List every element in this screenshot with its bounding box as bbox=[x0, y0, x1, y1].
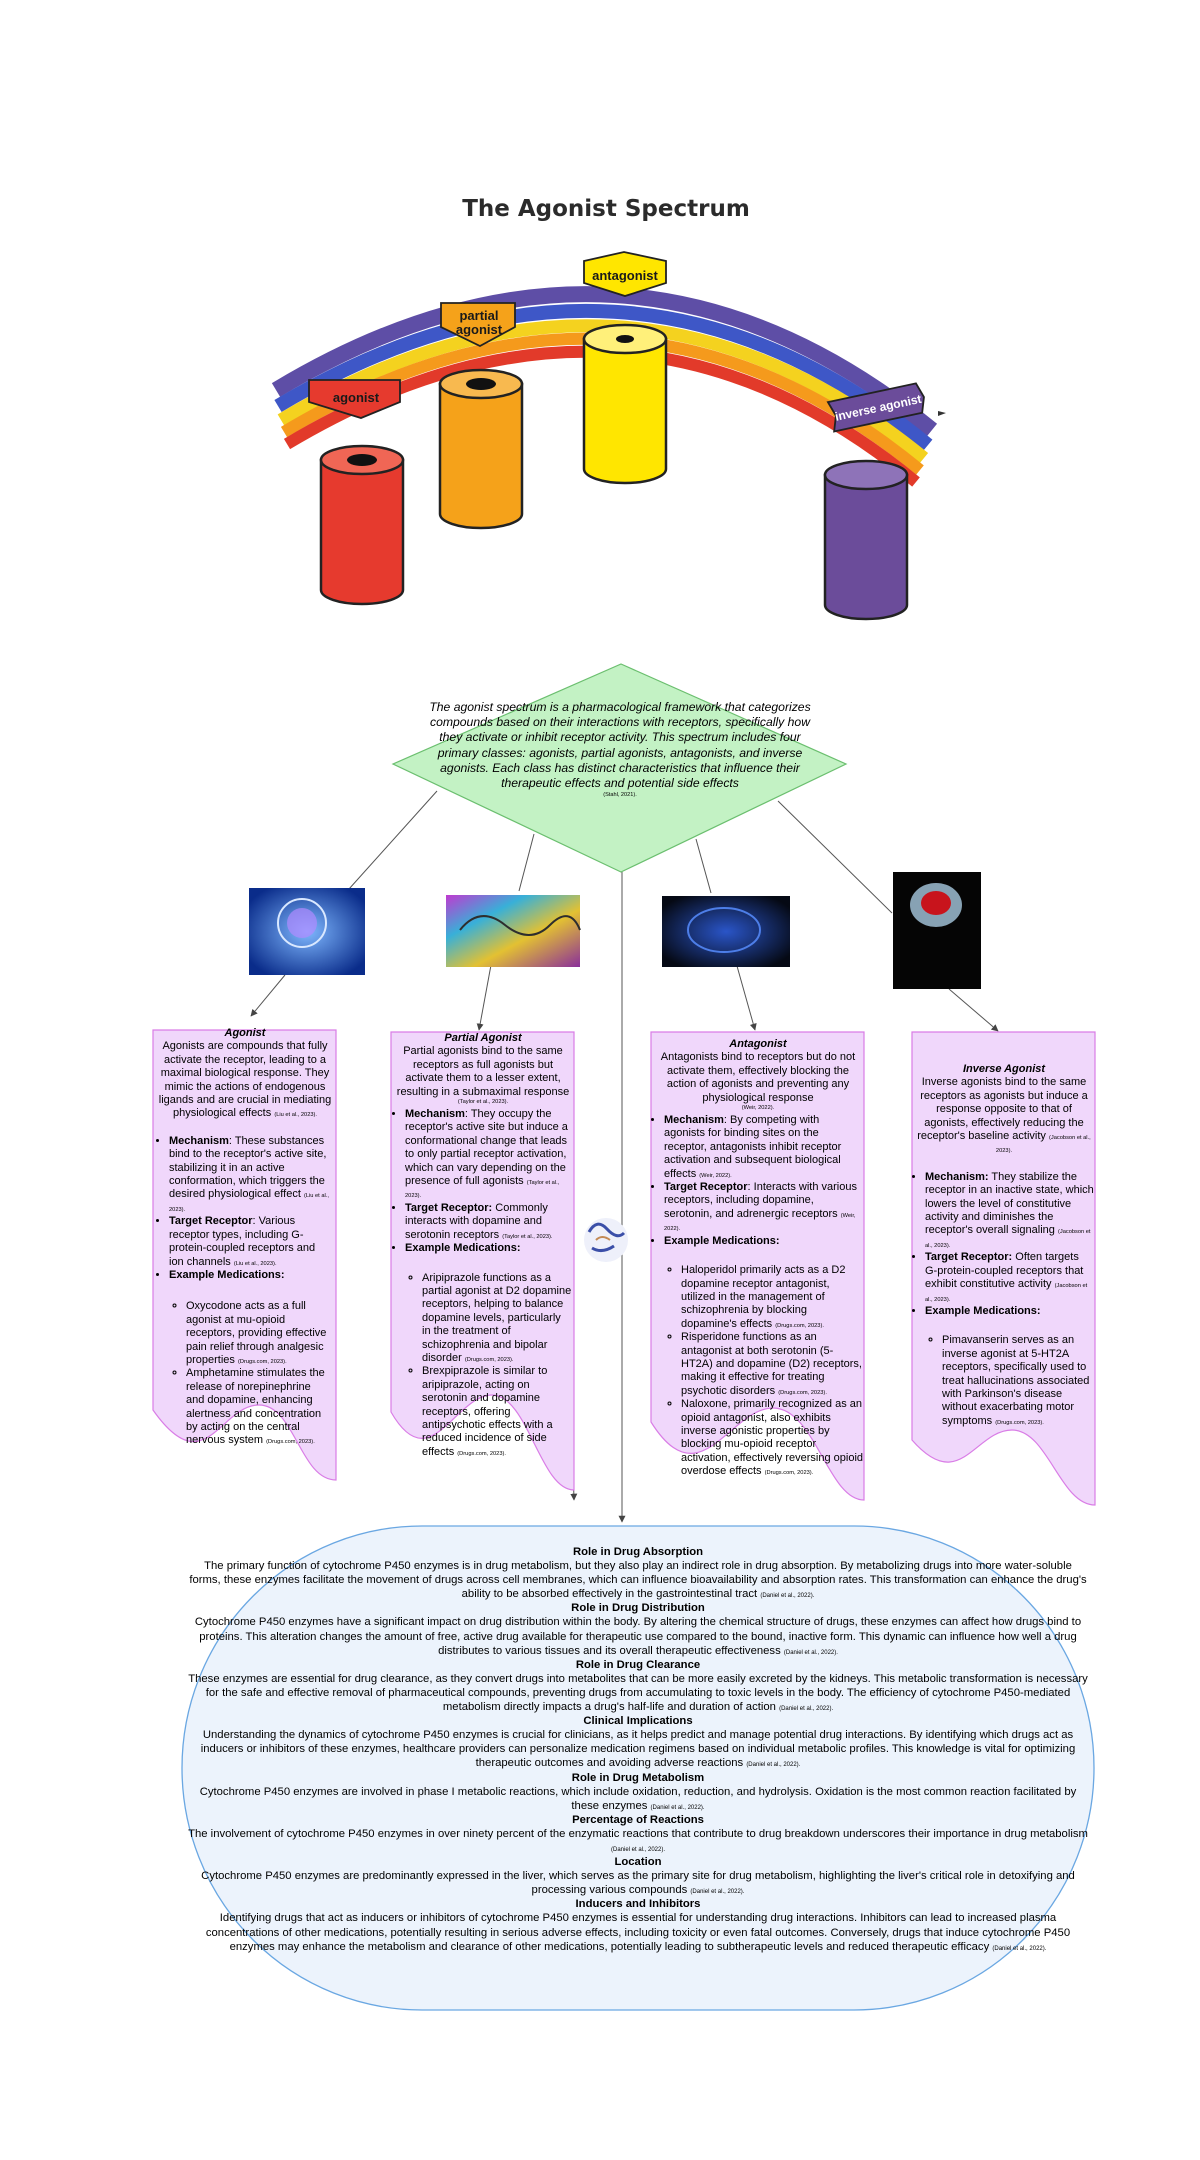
summary-diamond-shape bbox=[391, 663, 848, 873]
medication-item: Pimavanserin serves as an inverse agonis… bbox=[942, 1334, 1094, 1428]
medication-item: Naloxone, primarily recognized as an opi… bbox=[681, 1398, 863, 1478]
small-pointer-icon bbox=[938, 411, 946, 416]
rainbow-band-purple bbox=[271, 286, 938, 437]
inverse-agonist-card-shape bbox=[911, 1031, 1096, 1506]
card-details: Mechanism: By competing with agonists fo… bbox=[653, 1114, 863, 1479]
section-body: Cytochrome P450 enzymes are predominantl… bbox=[201, 1870, 1075, 1897]
section-heading: Clinical Implications bbox=[583, 1715, 693, 1728]
card-title: Partial Agonist bbox=[444, 1032, 522, 1044]
partial-tag-text-line2: agonist bbox=[456, 322, 503, 337]
medications-item: Example Medications: Pimavanserin serves… bbox=[925, 1305, 1094, 1428]
partial-agonist-cylinder-icon bbox=[438, 368, 524, 530]
section-heading: Role in Drug Distribution bbox=[571, 1602, 705, 1615]
section-body: Identifying drugs that act as inducers o… bbox=[205, 1912, 1071, 1953]
agonist-card-shape bbox=[152, 1029, 337, 1481]
section-heading: Inducers and Inhibitors bbox=[575, 1898, 701, 1911]
antagonist-card: Antagonist Antagonists bind to receptors… bbox=[653, 1038, 863, 1479]
diamond-citation: (Stahl, 2021). bbox=[603, 792, 637, 799]
section-heading: Role in Drug Absorption bbox=[572, 1546, 704, 1558]
medication-item: Oxycodone acts as a full agonist at mu-o… bbox=[186, 1300, 332, 1367]
inverse-agonist-cylinder-icon bbox=[823, 459, 909, 621]
partial-agonist-label-tag: partial agonist bbox=[440, 302, 516, 348]
section-body: The involvement of cytochrome P450 enzym… bbox=[188, 1827, 1088, 1853]
card-title: Agonist bbox=[224, 1027, 266, 1039]
medication-item: Brexpiprazole is similar to aripiprazole… bbox=[422, 1365, 572, 1459]
partial-tag-text-line1: partial bbox=[459, 308, 498, 323]
section-heading: Location bbox=[614, 1856, 662, 1869]
antagonist-cylinder-icon bbox=[582, 323, 668, 485]
medication-item: Risperidone functions as an antagonist a… bbox=[681, 1331, 863, 1398]
section-body: Cytochrome P450 enzymes have a significa… bbox=[194, 1616, 1082, 1657]
medication-item: Amphetamine stimulates the release of no… bbox=[186, 1367, 332, 1447]
dark-brain-icon bbox=[662, 896, 790, 967]
antagonist-label-tag: antagonist bbox=[583, 251, 667, 297]
section-heading: Role in Drug Clearance bbox=[575, 1658, 701, 1671]
medications-item: Example Medications: Oxycodone acts as a… bbox=[169, 1269, 332, 1448]
cytochrome-oval-shape bbox=[181, 1525, 1095, 2011]
medications-item: Example Medications: Aripiprazole functi… bbox=[405, 1242, 572, 1459]
section-body: Cytochrome P450 enzymes are involved in … bbox=[199, 1785, 1077, 1812]
diagram-title: The Agonist Spectrum bbox=[462, 196, 750, 222]
target-receptor-item: Target Receptor: Commonly interacts with… bbox=[405, 1202, 572, 1242]
agonist-card: Agonist Agonists are compounds that full… bbox=[158, 1027, 332, 1448]
connector-lines bbox=[250, 790, 999, 1523]
agonist-cylinder-icon bbox=[319, 444, 405, 606]
protein-structure-icon bbox=[584, 1218, 628, 1262]
section-body: These enzymes are essential for drug cle… bbox=[188, 1672, 1088, 1714]
cytochrome-p450-summary: Role in Drug Absorption The primary func… bbox=[188, 1545, 1088, 1954]
card-title: Inverse Agonist bbox=[962, 1063, 1046, 1075]
mechanism-item: Mechanism: These substances bind to the … bbox=[169, 1135, 332, 1215]
red-brain-profile-icon bbox=[893, 872, 981, 989]
card-description: Partial agonists bind to the same recept… bbox=[396, 1045, 570, 1106]
card-title: Antagonist bbox=[729, 1038, 787, 1050]
target-receptor-item: Target Receptor: Often targets G-protein… bbox=[925, 1251, 1094, 1305]
section-heading: Role in Drug Metabolism bbox=[571, 1771, 705, 1784]
target-receptor-item: Target Receptor: Interacts with various … bbox=[664, 1181, 863, 1235]
colorful-brain-icon bbox=[446, 895, 581, 967]
antagonist-card-shape bbox=[650, 1031, 865, 1501]
agonist-label-tag: agonist bbox=[308, 379, 401, 419]
medications-item: Example Medications: Haloperidol primari… bbox=[664, 1235, 863, 1479]
brain-head-blue-icon bbox=[249, 888, 365, 975]
section-body: The primary function of cytochrome P450 … bbox=[189, 1560, 1087, 1601]
diamond-summary: The agonist spectrum is a pharmacologica… bbox=[420, 700, 820, 799]
medication-item: Aripiprazole functions as a partial agon… bbox=[422, 1272, 572, 1366]
card-description: Inverse agonists bind to the same recept… bbox=[917, 1076, 1091, 1155]
mechanism-item: Mechanism: They occupy the receptor's ac… bbox=[405, 1108, 572, 1202]
mechanism-item: Mechanism: By competing with agonists fo… bbox=[664, 1114, 863, 1181]
card-details: Mechanism: They occupy the receptor's ac… bbox=[394, 1108, 572, 1459]
medication-item: Haloperidol primarily acts as a D2 dopam… bbox=[681, 1264, 863, 1331]
target-receptor-item: Target Receptor: Various receptor types,… bbox=[169, 1215, 332, 1269]
partial-agonist-card-shape bbox=[390, 1031, 575, 1491]
agonist-tag-text: agonist bbox=[333, 390, 380, 405]
rainbow-band-blue bbox=[274, 303, 933, 451]
inverse-agonist-card: Inverse Agonist Inverse agonists bind to… bbox=[914, 1063, 1094, 1428]
mechanism-item: Mechanism: They stabilize the receptor i… bbox=[925, 1171, 1094, 1251]
card-details: Mechanism: These substances bind to the … bbox=[158, 1135, 332, 1448]
diamond-summary-text: The agonist spectrum is a pharmacologica… bbox=[429, 700, 811, 791]
antagonist-tag-text: antagonist bbox=[592, 268, 658, 283]
section-heading: Percentage of Reactions bbox=[572, 1813, 704, 1826]
card-description: Antagonists bind to receptors but do not… bbox=[660, 1051, 856, 1112]
card-description: Agonists are compounds that fully activa… bbox=[158, 1040, 332, 1120]
partial-agonist-card: Partial Agonist Partial agonists bind to… bbox=[394, 1032, 572, 1459]
card-details: Mechanism: They stabilize the receptor i… bbox=[914, 1171, 1094, 1428]
section-body: Understanding the dynamics of cytochrome… bbox=[200, 1729, 1076, 1770]
